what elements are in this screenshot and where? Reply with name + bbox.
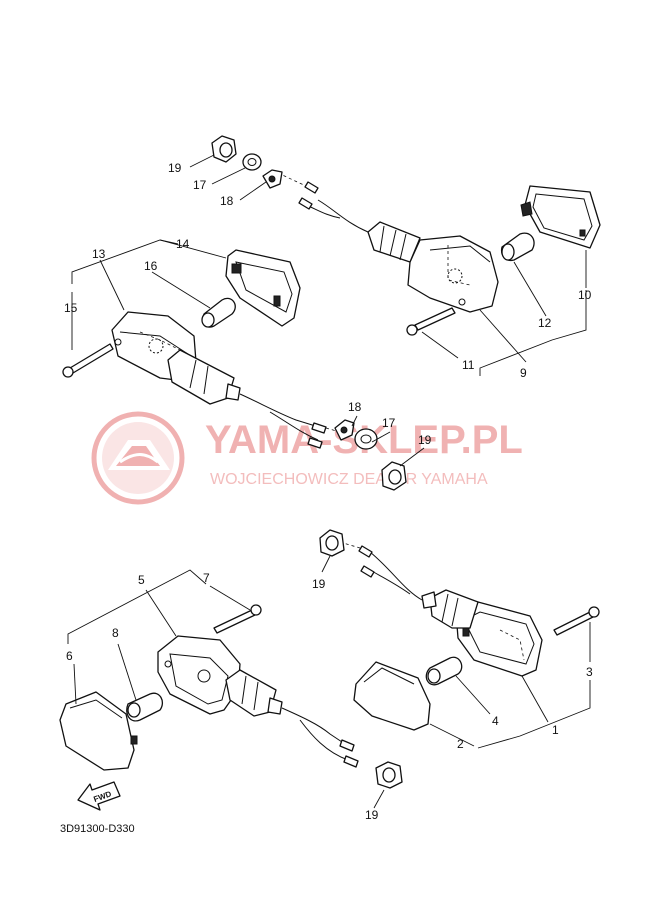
- nut-part-19-middle: [381, 461, 407, 491]
- callout-1: 1: [552, 723, 559, 737]
- callout-5: 5: [138, 573, 145, 587]
- callout-19-top: 19: [168, 161, 182, 175]
- callout-18-middle: 18: [348, 400, 362, 414]
- watermark-subtitle: WOJCIECHOWICZ DEALER YAMAHA: [210, 471, 488, 488]
- watermark-logo: [91, 411, 185, 505]
- wire-lower-right: [339, 541, 423, 601]
- stem-lower-right: [421, 589, 479, 629]
- callout-19-lower-left: 19: [365, 808, 379, 822]
- callout-14: 14: [176, 237, 190, 251]
- nut-part-19-lower-right: [319, 529, 345, 557]
- callout-8: 8: [112, 626, 119, 640]
- diagram-code: 3D91300-D330: [60, 823, 135, 835]
- bulb-part-16: [201, 297, 236, 328]
- nut-part-19-lower-left: [375, 761, 403, 789]
- assembly-lower-left: [59, 604, 403, 789]
- stem-lower-left: [225, 669, 283, 717]
- callout-16: 16: [144, 259, 158, 273]
- callout-2: 2: [457, 737, 464, 751]
- assembly-middle-left: [62, 249, 407, 491]
- callout-17-top: 17: [193, 178, 207, 192]
- leader-lines: [67, 154, 591, 809]
- stem-middle-left: [167, 349, 241, 405]
- washer-part-17-middle: [354, 428, 378, 450]
- housing-part-5: [157, 635, 241, 715]
- housing-part-1: [455, 601, 543, 677]
- washer-part-17-upper: [242, 153, 262, 171]
- screw-part-3: [553, 606, 600, 636]
- callout-11: 11: [462, 358, 475, 372]
- bulb-part-8: [126, 692, 164, 722]
- callout-6: 6: [66, 649, 73, 663]
- lens-part-6: [59, 691, 138, 771]
- callout-19-lower-right: 19: [312, 577, 326, 591]
- bulb-part-12: [500, 232, 535, 262]
- callout-12: 12: [538, 316, 552, 330]
- screw-part-11: [406, 307, 456, 336]
- callout-19-middle: 19: [418, 433, 432, 447]
- callout-7: 7: [203, 571, 210, 585]
- bulb-part-4: [425, 656, 463, 686]
- callout-15: 15: [64, 301, 78, 315]
- washer-part-18-middle: [334, 419, 355, 441]
- screw-part-15: [62, 343, 114, 378]
- stem-upper-right: [367, 221, 421, 263]
- wire-middle-left: [239, 393, 341, 449]
- lens-part-2: [353, 661, 431, 731]
- fwd-arrow-icon: FWD: [77, 781, 121, 811]
- callout-10: 10: [578, 288, 592, 302]
- lens-part-14: [225, 249, 301, 327]
- housing-part-9: [407, 235, 499, 313]
- nut-part-19-upper: [211, 135, 237, 163]
- callout-17-middle: 17: [382, 416, 396, 430]
- callout-18-top: 18: [220, 194, 234, 208]
- lens-part-10: [520, 185, 601, 249]
- assembly-upper-right: [211, 135, 601, 336]
- callout-3: 3: [586, 665, 593, 679]
- screw-part-7: [213, 604, 262, 634]
- callouts: 19 17 18 13 14 16 15 10 12 11 9 18 17 19…: [64, 161, 593, 822]
- washer-part-18-upper: [262, 169, 283, 189]
- watermark: YAMA-SKLEP.PL WOJCIECHOWICZ DEALER YAMAH…: [91, 411, 523, 505]
- wire-upper-right: [277, 172, 369, 233]
- assembly-lower-right: [319, 529, 600, 731]
- callout-13: 13: [92, 247, 106, 261]
- wire-lower-left: [281, 707, 359, 768]
- callout-9: 9: [520, 366, 527, 380]
- callout-4: 4: [492, 714, 499, 728]
